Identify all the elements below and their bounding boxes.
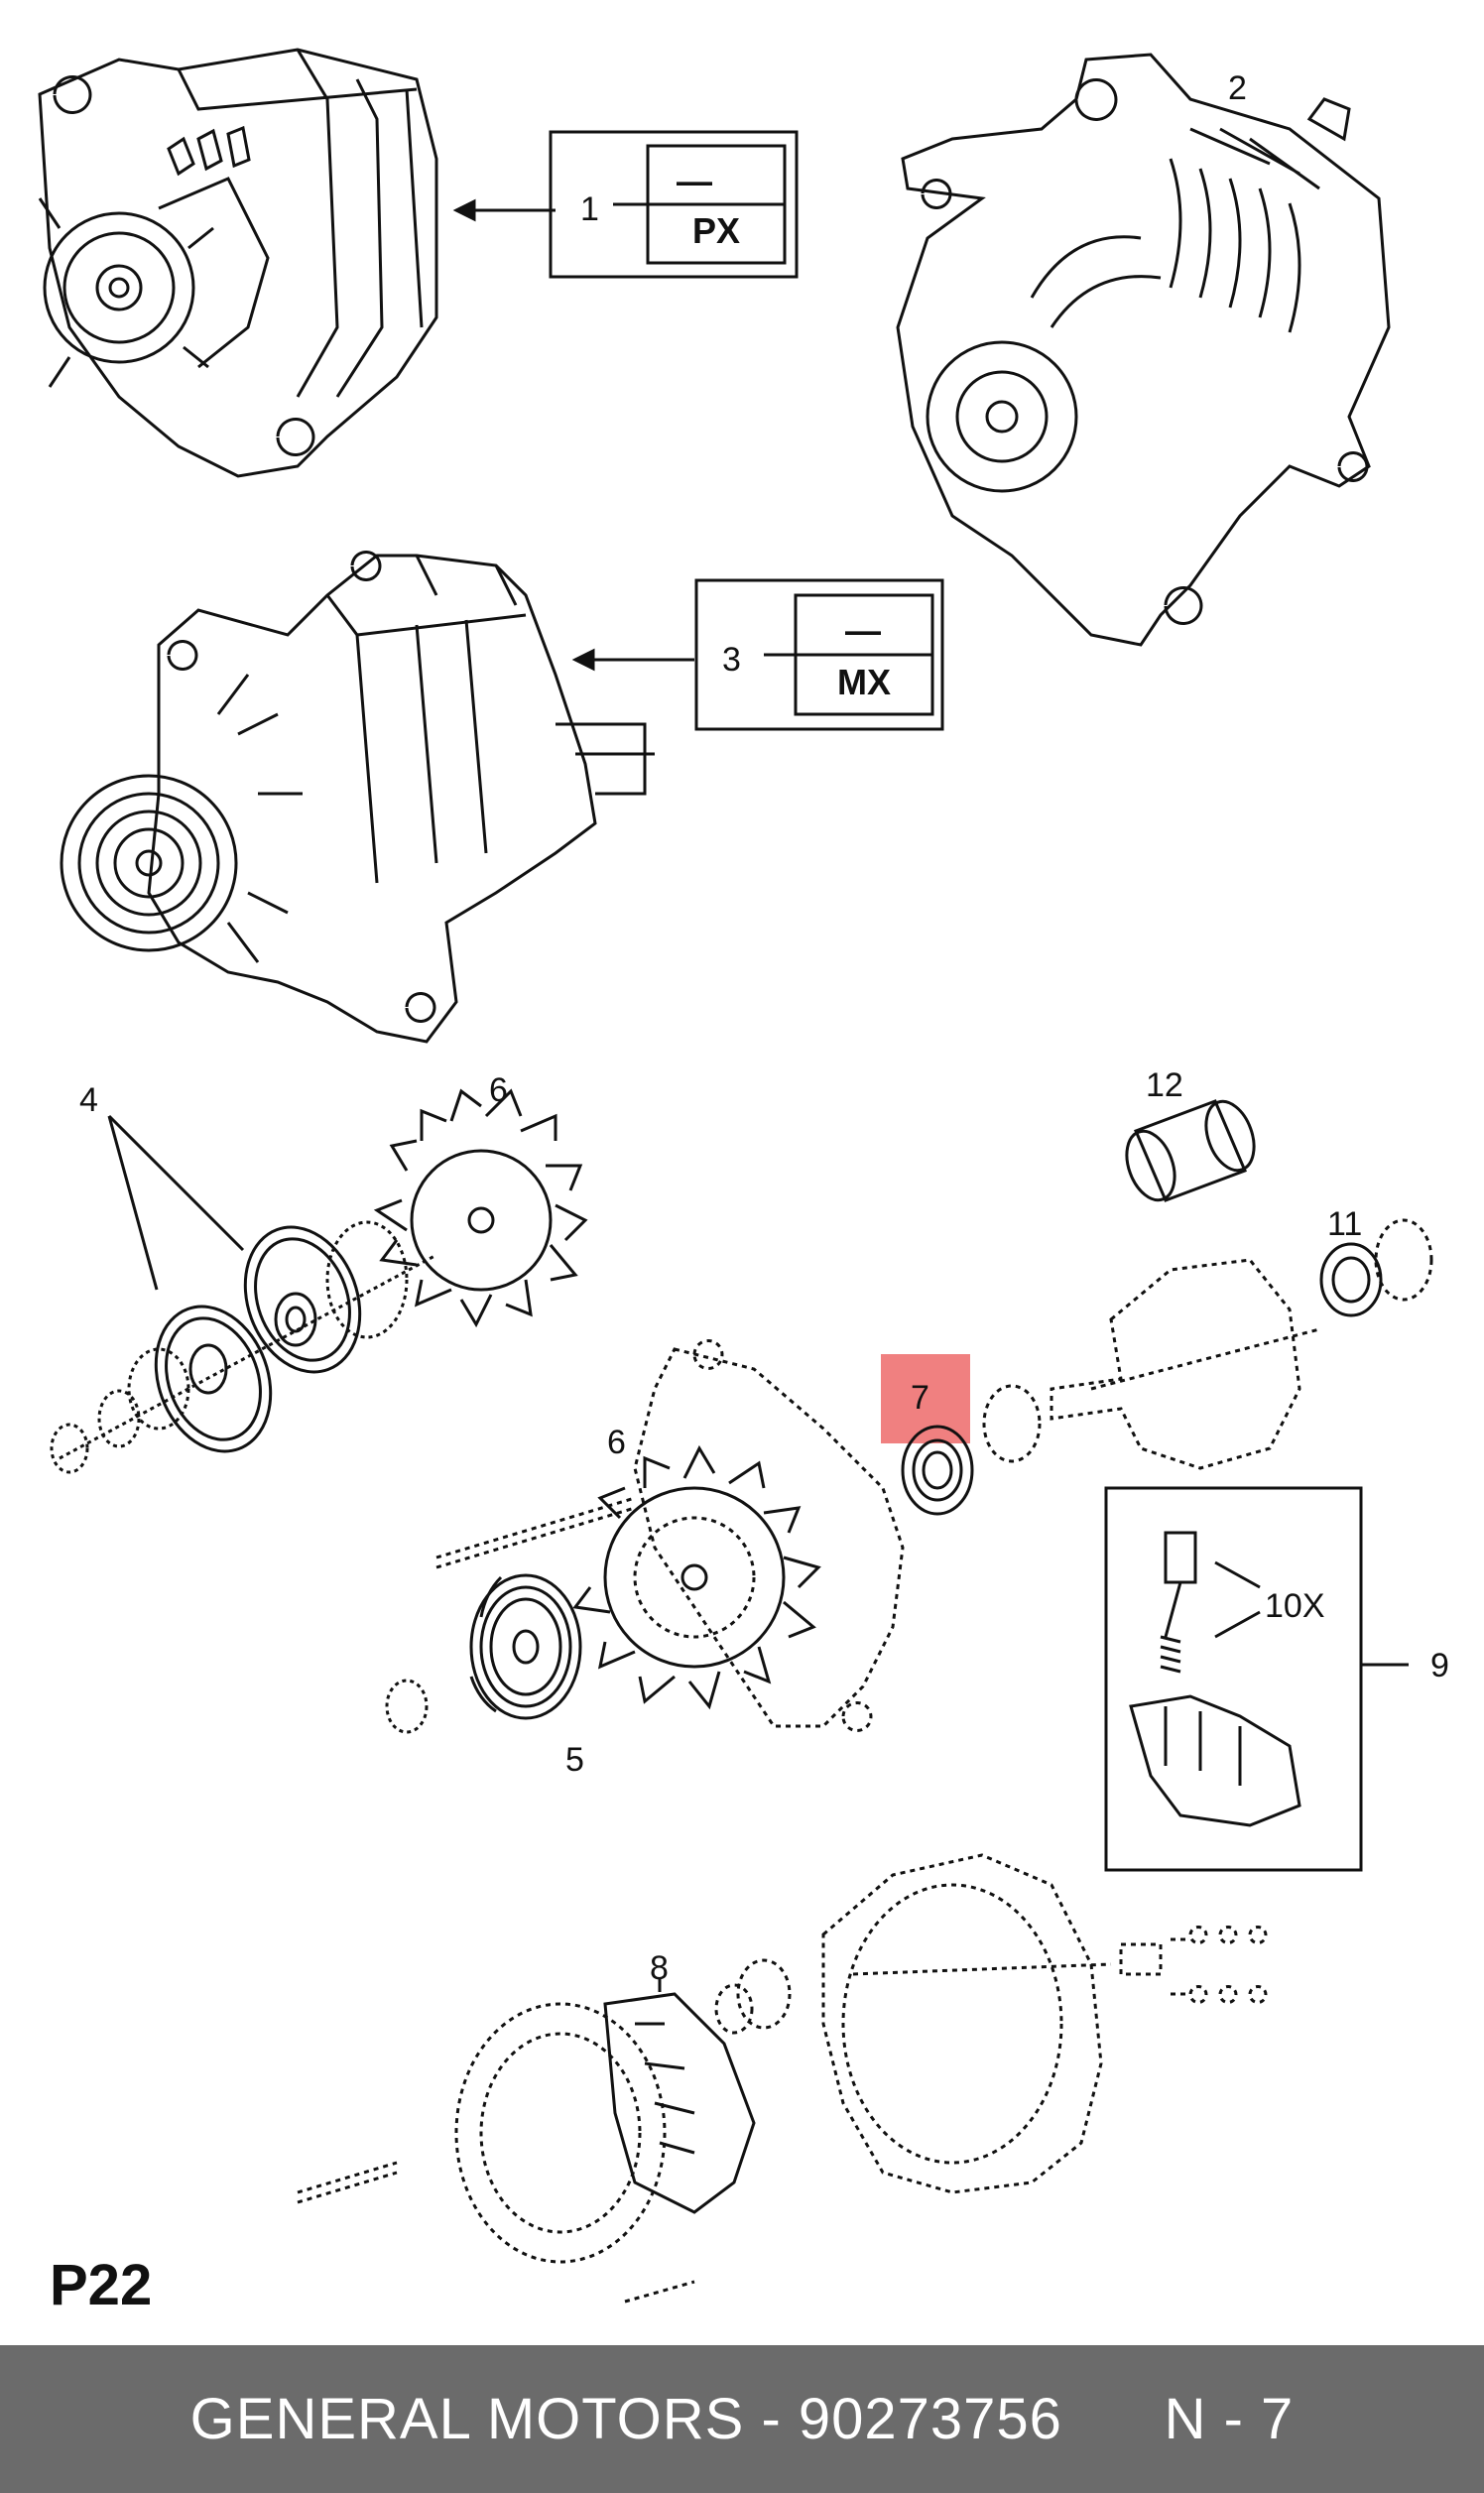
alternator-3-illustration: [60, 551, 655, 1044]
rotor-assembly: [1050, 1258, 1320, 1470]
alternator-1-illustration: [38, 48, 438, 478]
drive-end-housing: [435, 1339, 905, 1732]
code-box-1-bottom: PX: [692, 210, 740, 251]
rectifier-8: [603, 1979, 756, 2214]
bearing-11: [1319, 1218, 1433, 1317]
code-box-1-frame: [549, 130, 799, 279]
code-box-3-frame: [694, 578, 944, 731]
fan-6-lower: [572, 1444, 821, 1710]
label-part-5: 5: [565, 1741, 584, 1779]
label-part-6-upper: 6: [489, 1071, 508, 1109]
washers-part-4: [50, 1114, 437, 1474]
alternator-2-illustration: [896, 53, 1391, 647]
label-part-8: 8: [650, 1949, 669, 1987]
label-part-4: 4: [79, 1081, 98, 1119]
brush-holder-9: [1129, 1531, 1301, 1827]
bearing-7: [901, 1384, 1042, 1516]
page-code: P22: [50, 2253, 153, 2317]
label-part-6-lower: 6: [607, 1424, 626, 1461]
label-part-7: 7: [911, 1379, 929, 1417]
label-part-3: 3: [722, 641, 741, 679]
label-quantity-10x: 10X: [1265, 1587, 1325, 1625]
exploded-parts-diagram: 1 2 3 4 5 6 6 7 8 9 11 12 10X — PX — MX: [38, 48, 1449, 2304]
footer-text: GENERAL MOTORS - 90273756 N - 7: [0, 2345, 1484, 2493]
code-box-3-top: —: [845, 610, 881, 651]
pulley-5: [385, 1573, 582, 1734]
label-part-1: 1: [580, 190, 599, 228]
footer-suffix: N - 7: [1164, 2387, 1295, 2451]
label-part-11: 11: [1327, 1205, 1362, 1243]
arrow-head-3: [571, 648, 595, 672]
code-box-1-top: —: [677, 161, 712, 201]
label-part-12: 12: [1146, 1066, 1183, 1104]
arrow-head-1: [452, 198, 476, 222]
footer-bar: GENERAL MOTORS - 90273756 N - 7: [0, 2345, 1484, 2493]
label-part-9: 9: [1430, 1647, 1449, 1684]
footer-part-number: GENERAL MOTORS - 90273756: [189, 2387, 1062, 2451]
brush-holder-frame: [1104, 1486, 1363, 1872]
label-part-2: 2: [1228, 69, 1247, 107]
fan-6-upper: [373, 1088, 588, 1328]
code-box-3-bottom: MX: [837, 662, 891, 702]
stator-and-end-housing: [297, 1853, 1268, 2304]
sleeve-12: [1125, 1099, 1256, 1202]
